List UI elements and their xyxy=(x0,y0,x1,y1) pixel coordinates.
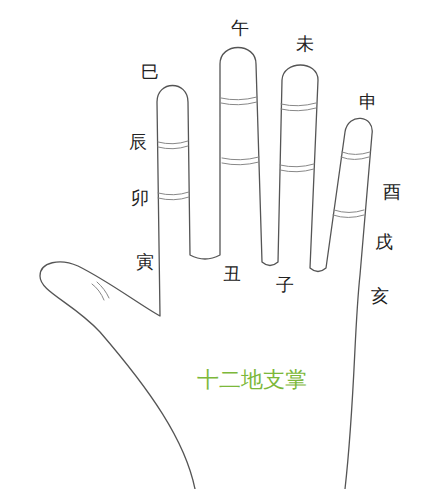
branch-label: 寅 xyxy=(136,253,154,271)
branch-label: 酉 xyxy=(383,183,401,201)
branch-label: 午 xyxy=(231,19,249,37)
finger-creases xyxy=(92,97,370,300)
branch-label: 丑 xyxy=(223,265,241,283)
branch-label: 戌 xyxy=(375,233,393,251)
branch-label: 申 xyxy=(359,93,377,111)
branch-label: 巳 xyxy=(141,63,159,81)
branch-label: 亥 xyxy=(371,287,389,305)
diagram-title: 十二地支掌 xyxy=(197,369,307,391)
branch-label: 子 xyxy=(276,276,294,294)
branch-label: 卯 xyxy=(131,189,149,207)
branch-label: 未 xyxy=(296,35,314,53)
branch-label: 辰 xyxy=(129,133,147,151)
hand-contour xyxy=(40,48,372,489)
